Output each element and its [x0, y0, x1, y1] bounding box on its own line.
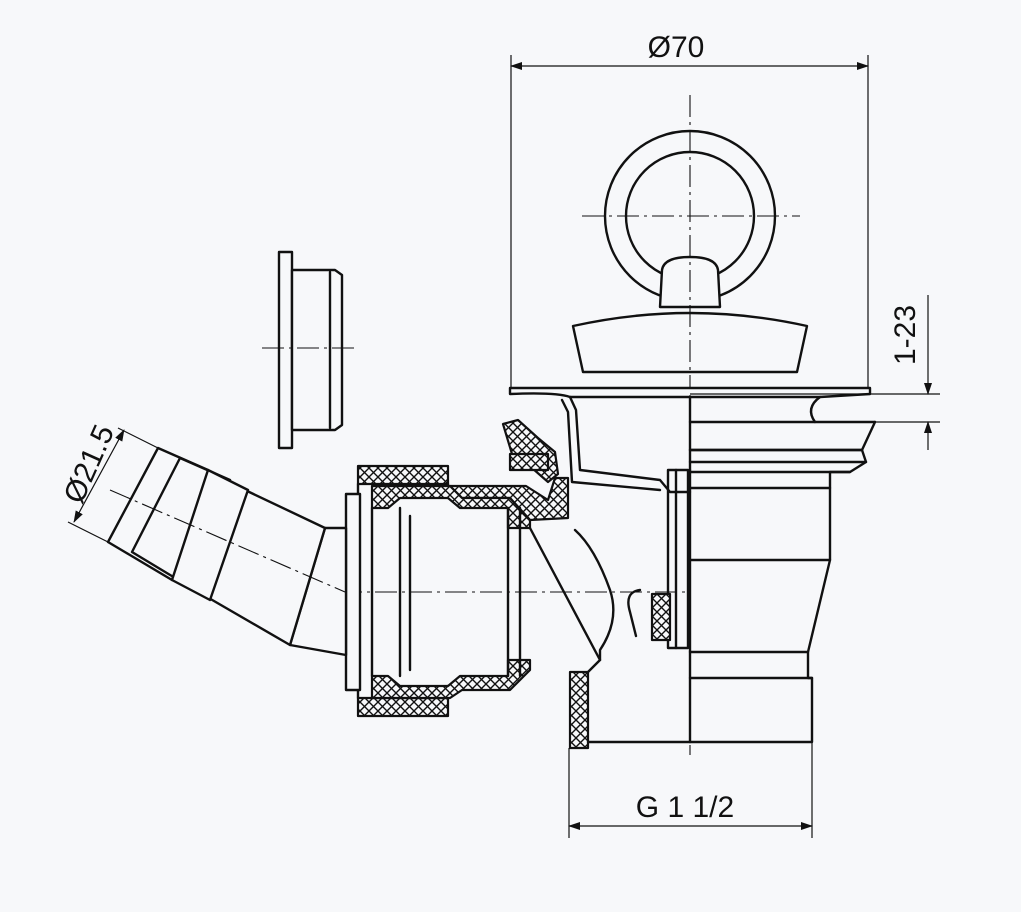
dimension-diameter-70: Ø70: [510, 31, 869, 390]
sink-flange: [508, 386, 877, 494]
overflow-branch: [340, 418, 690, 718]
dimension-label-diameter-70: Ø70: [648, 31, 705, 64]
separate-cap: [262, 250, 355, 450]
dimension-thread: G 1 1/2: [568, 742, 813, 838]
dimension-label-thread: G 1 1/2: [636, 791, 734, 824]
stopper-plug: [571, 95, 809, 395]
dimension-height-range: 1-23: [690, 295, 940, 450]
trap-body: [568, 395, 868, 755]
hose-nozzle: [106, 446, 362, 692]
dimension-label-diameter-21-5: Ø21.5: [58, 420, 121, 508]
dimension-label-height-range: 1-23: [889, 305, 922, 365]
